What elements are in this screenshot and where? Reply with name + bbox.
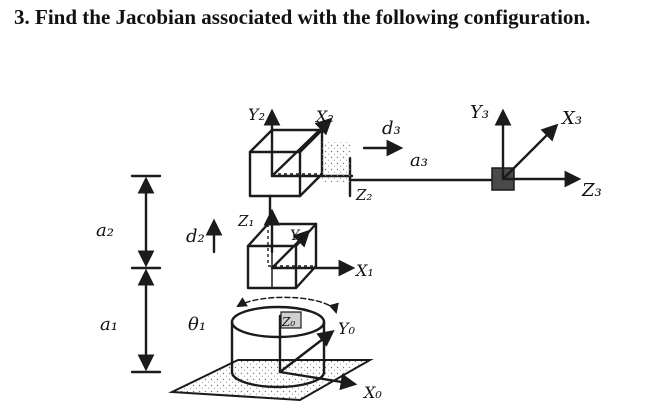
frame-0-axes — [278, 311, 358, 391]
label-x1: X₁ — [354, 261, 374, 280]
label-z3: Z₃ — [581, 180, 602, 201]
label-x3: X₃ — [560, 108, 582, 129]
label-d2: d₂ — [186, 226, 205, 247]
label-a2: a₂ — [96, 220, 114, 241]
label-a1: a₁ — [100, 314, 118, 335]
label-d3: d₃ — [382, 118, 401, 139]
upper-cube — [248, 108, 354, 198]
label-a3: a₃ — [410, 150, 428, 171]
label-y3: Y₃ — [470, 102, 489, 123]
label-y2: Y₂ — [248, 105, 265, 124]
label-x0: X₀ — [362, 383, 382, 402]
end-effector — [491, 108, 582, 191]
label-theta1: θ₁ — [188, 314, 206, 335]
label-z0: Z₀ — [281, 315, 295, 329]
label-z1: Z₁ — [237, 212, 254, 230]
base-plate — [168, 359, 374, 402]
lower-cube — [246, 208, 356, 290]
label-y0: Y₀ — [338, 319, 356, 338]
question-text: 3. Find the Jacobian associated with the… — [14, 5, 591, 29]
label-x2: X₂ — [314, 107, 334, 126]
label-z2: Z₂ — [355, 186, 372, 204]
label-y1: Y₁ — [290, 228, 305, 244]
dimension-lines — [130, 174, 162, 374]
arm-link-a3 — [348, 139, 494, 182]
